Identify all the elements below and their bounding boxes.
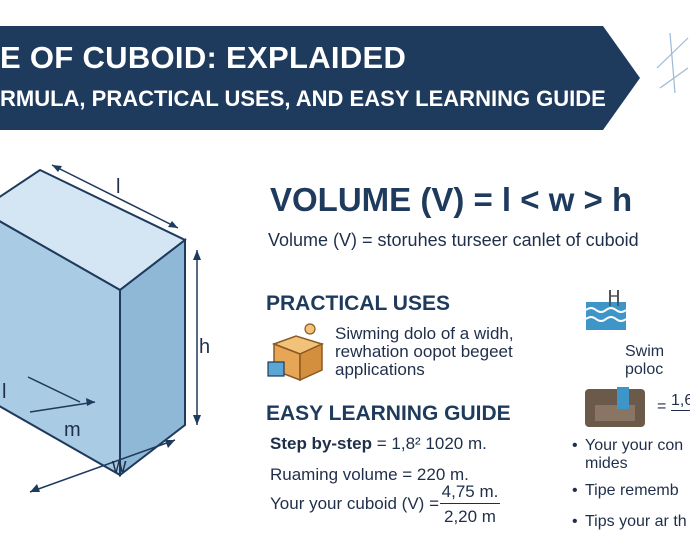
dimension-arrow-inner (29, 401, 96, 413)
tip-bullet-2: •Tipe rememb (572, 482, 679, 499)
volume-fraction: 4,75 m. 2,20 m (440, 482, 500, 527)
ruaming-volume-line: Ruaming volume = 220 m. (270, 465, 469, 484)
dimension-label-length: l (116, 176, 121, 198)
sofa-icon (585, 387, 645, 427)
sparkle-decoration-icon (656, 32, 689, 94)
dimension-label-width: w (112, 455, 127, 477)
side-equation: = 1,6 (657, 392, 690, 416)
learning-guide-heading: EASY LEARNING GUIDE (266, 402, 511, 425)
title-banner (0, 26, 640, 130)
box-icon (267, 323, 325, 382)
page-subtitle: RMULA, PRACTICAL USES, AND EASY LEARNING… (0, 86, 606, 111)
volume-formula: VOLUME (V) = l < w > h (270, 181, 633, 218)
cuboid-volume-line: Your your cuboid (V) = (270, 494, 439, 513)
tip-bullet-3: •Tips your ar th (572, 513, 687, 530)
dimension-label-m: m (64, 419, 81, 441)
pool-text-line1: Swim (625, 343, 665, 360)
step-by-step-line: Step by-step = 1,8² 1020 m. (270, 434, 487, 453)
cuboid-diagram (0, 164, 201, 493)
tip-bullet-1-continued: mides (585, 455, 628, 472)
page-title: E OF CUBOID: EXPLAIDED (0, 40, 407, 75)
dimension-arrow-top (51, 164, 179, 229)
dimension-label-height: h (199, 336, 211, 358)
tip-bullet-1: •Your your con (572, 437, 684, 454)
dimension-label-inner: l (2, 381, 7, 403)
dimension-arrow-width (29, 439, 176, 493)
fraction-numerator: 4,75 m. (440, 482, 500, 504)
fraction-denominator: 2,20 m (444, 507, 496, 526)
swimming-pool-icon (585, 290, 627, 330)
practical-uses-description: Siwming dolo of a widh, rewhation oopot … (335, 324, 514, 379)
pool-text-line2: poloc (625, 361, 664, 378)
practical-uses-heading: PRACTICAL USES (266, 292, 450, 315)
formula-description: Volume (V) = storuhes turseer canlet of … (268, 230, 639, 250)
